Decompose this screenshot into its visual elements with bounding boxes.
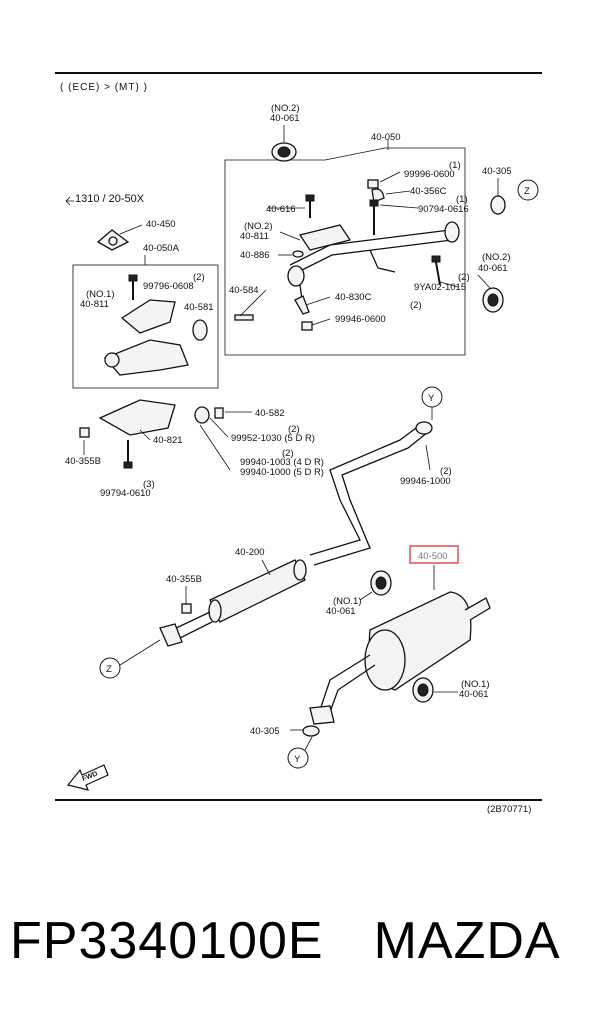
- part-number: FP3340100E: [10, 912, 324, 970]
- label: (NO.1): [333, 596, 362, 607]
- label: 40-050: [371, 132, 401, 143]
- label: 40-355B: [166, 574, 202, 585]
- label: 99946-1000: [400, 476, 451, 487]
- label: (2): [410, 300, 422, 311]
- bracket-40-356c: [371, 188, 385, 203]
- bolt-99796-0608: [128, 274, 138, 300]
- stud-40-584: [234, 314, 254, 321]
- gasket-40-305-bot: [302, 725, 320, 737]
- bolt-90794-0616: [369, 199, 379, 235]
- label: 40-061: [459, 689, 489, 700]
- drawing-code: (2B70771): [487, 804, 531, 815]
- rubber-mount-40-061-top: [271, 142, 297, 162]
- heat-insulator-40-811-no1: [120, 299, 176, 334]
- label: 99946-0600: [335, 314, 386, 325]
- label: 40-450: [146, 219, 176, 230]
- exhaust-manifold-pipe: [103, 339, 189, 376]
- label: (2): [440, 466, 452, 477]
- reference-circle-z-bot: [99, 657, 121, 679]
- label: 99796-0608: [143, 281, 194, 292]
- label: 40-811: [80, 299, 109, 310]
- brand-name: MAZDA: [373, 912, 561, 970]
- nut-40-355b-left: [79, 427, 90, 438]
- label: 40-582: [255, 408, 285, 419]
- label: 40-305: [250, 726, 280, 737]
- label: 99952-1030 (5 D R): [231, 433, 315, 444]
- reference-arrow-icon: [65, 196, 74, 206]
- label: 40-355B: [65, 456, 101, 467]
- label: (1): [449, 160, 461, 171]
- highlight-box-40-500: [409, 545, 459, 564]
- diagram-title: ( (ECE) > (MT) ): [60, 82, 148, 93]
- label: 40-830C: [335, 292, 372, 303]
- group-box-40-050: [224, 147, 466, 356]
- label: 90794-0616: [418, 204, 469, 215]
- label: 40-061: [326, 606, 356, 617]
- label: 40-050A: [143, 243, 180, 254]
- main-silencer-40-500: [309, 591, 491, 725]
- nut-99996-0600: [367, 179, 379, 189]
- reference-circle-y-bot: [287, 747, 309, 769]
- label: 40-821: [153, 435, 183, 446]
- label: (3): [143, 479, 155, 490]
- label: (NO.2): [271, 103, 300, 114]
- label: 40-200: [235, 547, 265, 558]
- label: (2): [193, 272, 205, 283]
- label: (1): [456, 194, 468, 205]
- rubber-mount-40-061-no1-right: [412, 677, 434, 703]
- label: 40-305: [482, 166, 512, 177]
- label: 40-886: [240, 250, 270, 261]
- bracket-40-830c: [294, 295, 310, 315]
- label: 9YA02-1015: [414, 282, 466, 293]
- label: (NO.1): [86, 289, 115, 300]
- reference-note: 1310 / 20-50X: [75, 193, 145, 205]
- label: 99940-1000 (5 D R): [240, 467, 324, 478]
- front-flange-pipe: [309, 421, 433, 566]
- forward-arrow-icon: FWD: [66, 764, 109, 791]
- label: 40-061: [478, 263, 508, 274]
- label: (2): [288, 424, 300, 435]
- nut-99946-0600-top: [301, 321, 313, 331]
- nut-40-355b-mid: [181, 603, 192, 614]
- label: 99940-1003 (4 D R): [240, 457, 324, 468]
- bolt-40-616: [305, 194, 315, 218]
- center-pipe-40-200: [159, 559, 307, 647]
- label: (NO.2): [244, 221, 273, 232]
- label: 40-584: [229, 285, 259, 296]
- highlighted-part-label: 40-500: [418, 551, 448, 562]
- label: 40-356C: [410, 186, 447, 197]
- label: (NO.1): [461, 679, 490, 690]
- rubber-mount-40-061-no1-left: [370, 570, 392, 596]
- label: Y: [294, 754, 301, 765]
- label: 40-811: [240, 231, 269, 242]
- bolt-99794-0610: [123, 440, 133, 469]
- footer: FP3340100E MAZDA: [10, 906, 590, 976]
- label: Y: [428, 393, 435, 404]
- bolt-9ya02-1015: [431, 255, 441, 286]
- heat-insulator-40-821: [98, 399, 176, 436]
- front-pipe-40-050: [287, 221, 460, 301]
- label: Z: [524, 186, 530, 197]
- label: 40-616: [266, 204, 296, 215]
- label: (2): [282, 448, 294, 459]
- label: (2): [458, 272, 470, 283]
- rubber-mount-40-061-right: [482, 287, 504, 313]
- label: (NO.2): [482, 252, 511, 263]
- reference-circle-z-top: [517, 179, 539, 201]
- gasket-40-582: [194, 406, 224, 424]
- label: 40-061: [270, 113, 300, 124]
- group-box-40-050a: [72, 264, 219, 389]
- label: 99996-0600: [404, 169, 455, 180]
- gasket-40-581: [192, 319, 208, 341]
- clip-40-886: [292, 250, 304, 258]
- label: 99794-0610: [100, 488, 151, 499]
- gasket-40-305-top: [490, 195, 506, 215]
- label: Z: [106, 664, 112, 675]
- gasket-40-450: [96, 229, 130, 251]
- label: 40-581: [184, 302, 214, 313]
